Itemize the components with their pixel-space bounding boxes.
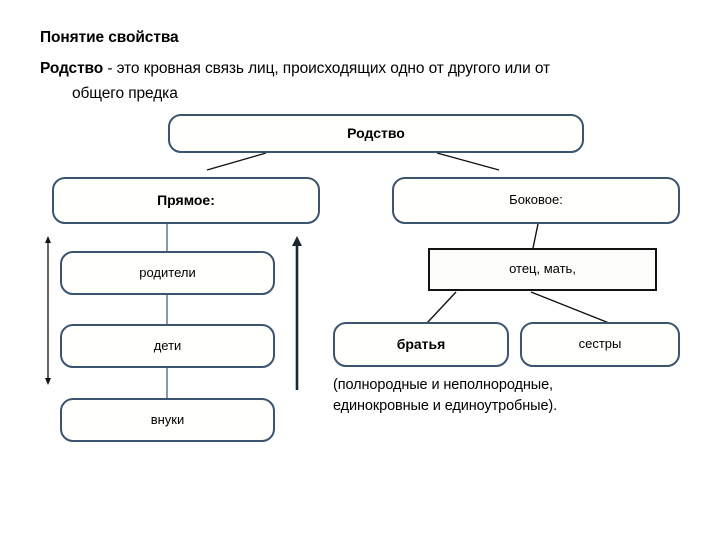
connector-root-to-direct <box>206 152 267 171</box>
node-lateral[interactable]: Боковое: <box>392 177 680 224</box>
connector-root-to-lateral <box>436 152 500 171</box>
footnote-line-2: единокровные и единоутробные). <box>333 398 558 414</box>
left-vertical-double-arrow <box>45 236 51 385</box>
node-parents[interactable]: родители <box>60 251 275 295</box>
node-children[interactable]: дети <box>60 324 275 368</box>
definition-term: Родство <box>40 60 104 77</box>
connector-pair-to-sisters <box>530 291 610 324</box>
node-brothers[interactable]: братья <box>333 322 509 367</box>
definition-body: - это кровная связь лиц, происходящих од… <box>103 60 551 77</box>
node-grandchildren[interactable]: внуки <box>60 398 275 442</box>
node-sisters[interactable]: сестры <box>520 322 680 367</box>
connector-pair-to-brothers <box>426 291 457 324</box>
page-title: Понятие свойства <box>40 29 179 46</box>
node-rodstvo[interactable]: Родство <box>168 114 584 153</box>
footnote-line-1: (полнородные и неполнородные, <box>333 377 553 393</box>
connector-lateral-to-parents-pair <box>532 223 539 249</box>
definition-text: Родство - это кровная связь лиц, происхо… <box>40 56 680 106</box>
footnote-text: (полнородные и неполнородные, единокровн… <box>333 375 683 417</box>
node-father-mother[interactable]: отец, мать, <box>428 248 657 291</box>
node-direct[interactable]: Прямое: <box>52 177 320 224</box>
right-vertical-up-arrow <box>292 236 302 390</box>
definition-body-continued: общего предка <box>72 85 178 102</box>
